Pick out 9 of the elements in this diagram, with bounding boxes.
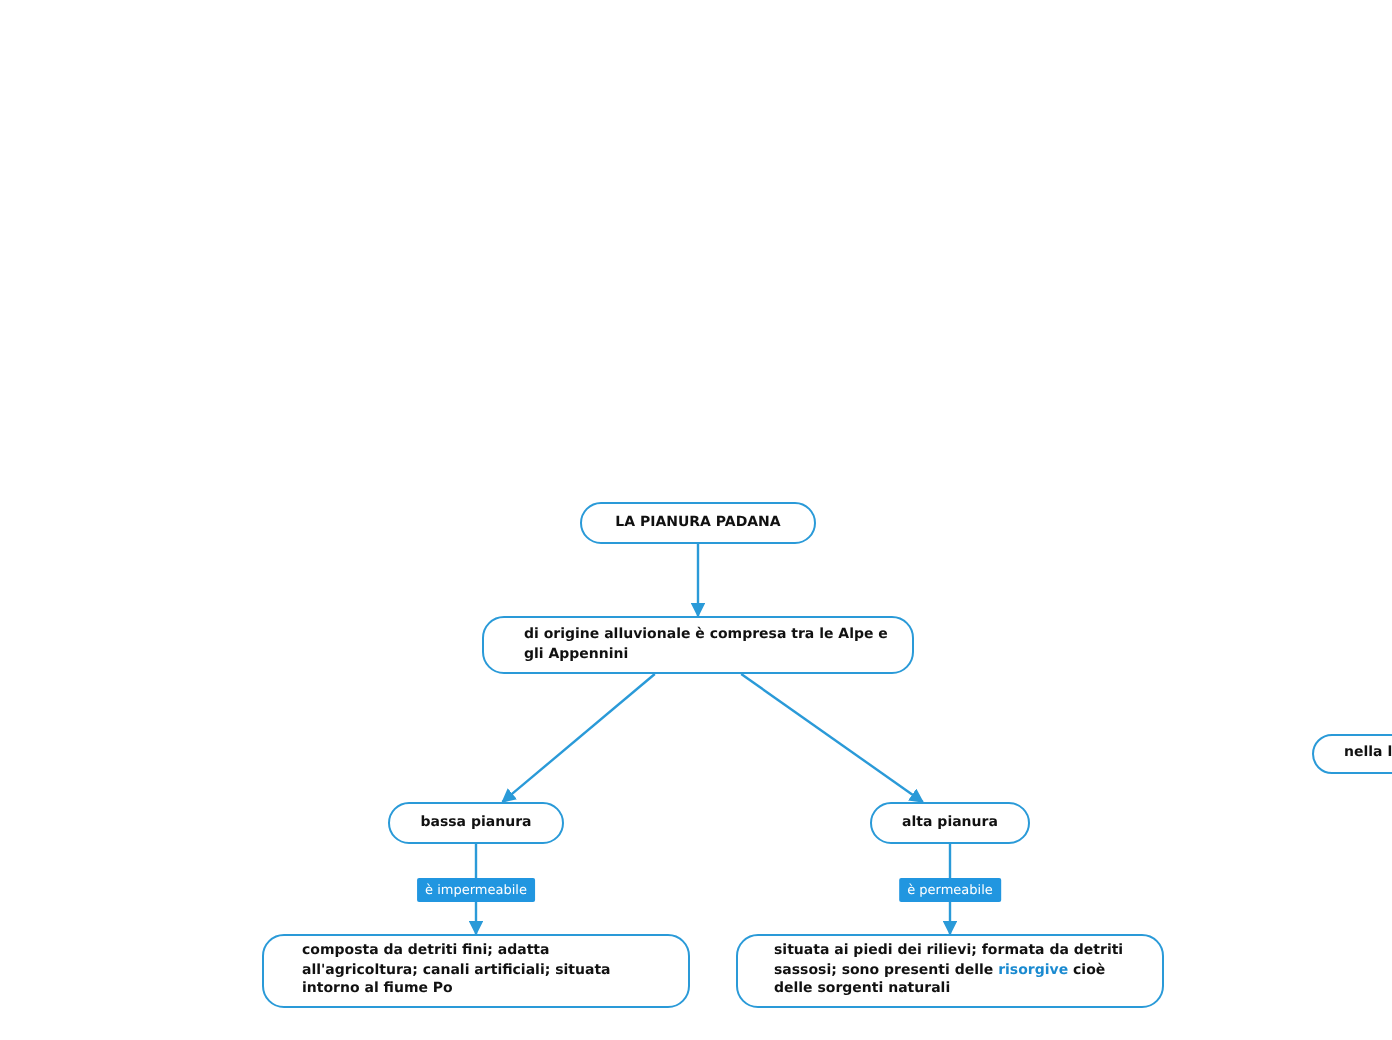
topic-box (482, 616, 914, 674)
arrow (690, 544, 706, 618)
topic-box (736, 934, 1164, 1008)
arrow (501, 673, 656, 803)
topic-box (388, 802, 564, 844)
topic-box (870, 802, 1030, 844)
arrow (740, 673, 924, 803)
topic-box (262, 934, 690, 1008)
topic-box (580, 502, 816, 544)
